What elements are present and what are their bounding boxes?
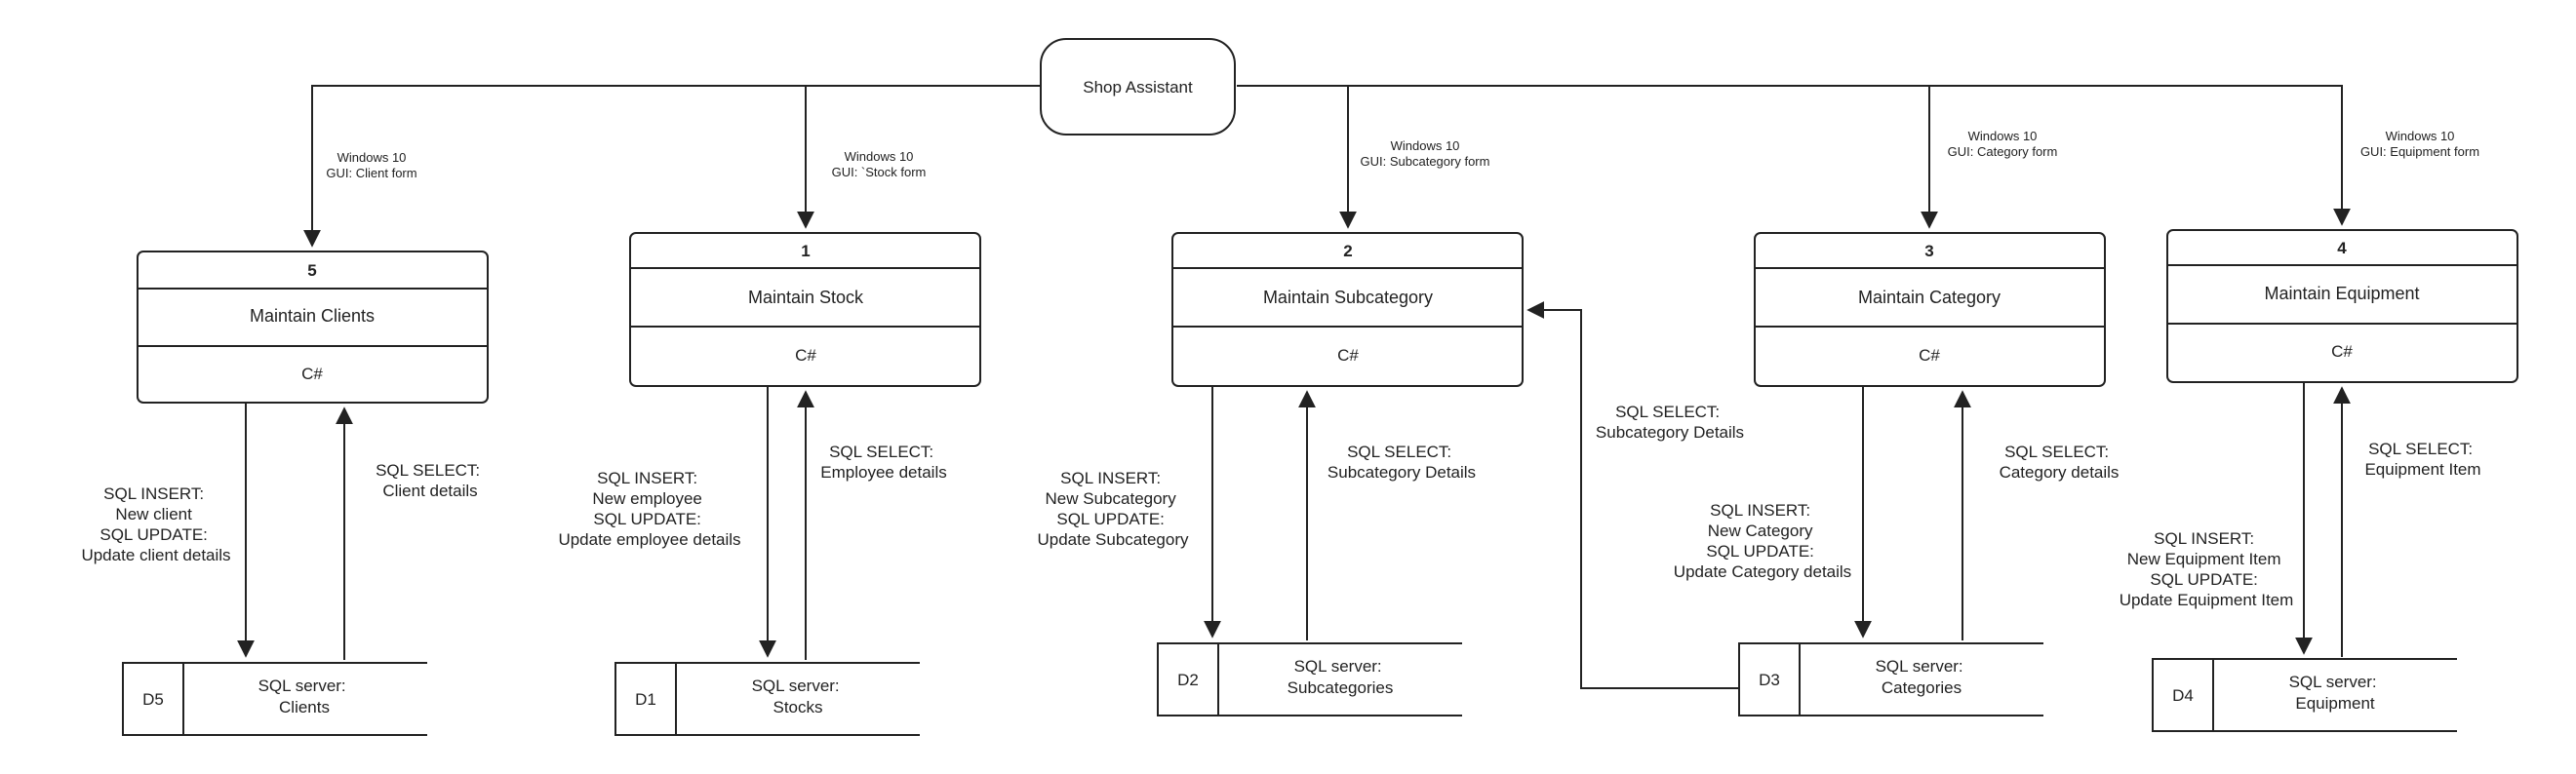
flow-categories-to-subcategory: [1526, 301, 1738, 689]
flow-label-subcategory-read: SQL SELECT: Subcategory Details: [1328, 443, 1476, 482]
process-tech: C#: [1919, 346, 1940, 365]
process-tech: C#: [1337, 346, 1359, 365]
data-store-clients[interactable]: D5 SQL server: Clients: [122, 662, 427, 736]
process-number: 4: [2337, 239, 2347, 257]
data-store-label: SQL server: Clients: [258, 677, 351, 716]
flow-label-subcategory-write: SQL INSERT: New Subcategory SQL UPDATE: …: [1038, 469, 1189, 549]
flow-label-stock-write: SQL INSERT: New employee SQL UPDATE: Upd…: [558, 469, 740, 549]
data-store-code: D2: [1177, 671, 1199, 689]
process-maintain-clients[interactable]: 5 Maintain Clients C#: [137, 251, 489, 404]
connector-to-maintain-clients: [303, 85, 1041, 248]
data-store-label: SQL server: Equipment: [2289, 673, 2382, 713]
process-name: Maintain Category: [1858, 288, 2001, 307]
data-store-label: SQL server: Stocks: [752, 677, 845, 716]
gui-connectors: [303, 85, 2351, 248]
flow-label-equipment-write: SQL INSERT: New Equipment Item SQL UPDAT…: [2120, 529, 2294, 609]
flow-label-category-write: SQL INSERT: New Category SQL UPDATE: Upd…: [1674, 501, 1851, 581]
process-maintain-equipment[interactable]: 4 Maintain Equipment C#: [2166, 229, 2518, 383]
data-store-categories[interactable]: D3 SQL server: Categories: [1738, 642, 2043, 716]
data-store-equipment[interactable]: D4 SQL server: Equipment: [2152, 658, 2457, 732]
process-tech: C#: [795, 346, 816, 365]
process-number: 1: [801, 242, 810, 260]
data-store-code: D5: [142, 690, 164, 709]
process-tech: C#: [301, 365, 323, 383]
process-name: Maintain Equipment: [2264, 284, 2419, 303]
connector-to-maintain-category: [1237, 85, 1938, 229]
process-maintain-category[interactable]: 3 Maintain Category C#: [1754, 232, 2106, 387]
data-flow-arrows: [237, 301, 2351, 689]
flow-label-equipment-read: SQL SELECT: Equipment Item: [2364, 440, 2480, 479]
data-store-code: D3: [1759, 671, 1780, 689]
flow-label-categories-to-subcategory: SQL SELECT: Subcategory Details: [1596, 403, 1744, 442]
process-number: 2: [1343, 242, 1352, 260]
process-maintain-stock[interactable]: 1 Maintain Stock C#: [629, 232, 981, 387]
process-number: 5: [307, 261, 316, 280]
process-name: Maintain Subcategory: [1263, 288, 1433, 307]
flow-label-clients-read: SQL SELECT: Client details: [376, 461, 485, 500]
connector-to-maintain-subcategory: [1237, 85, 1357, 229]
external-entity-label: Shop Assistant: [1083, 78, 1193, 97]
process-maintain-subcategory[interactable]: 2 Maintain Subcategory C#: [1171, 232, 1524, 387]
process-tech: C#: [2331, 342, 2353, 361]
data-store-label: SQL server: Categories: [1876, 657, 1968, 697]
flow-label-category-read: SQL SELECT: Category details: [2000, 443, 2120, 482]
process-number: 3: [1924, 242, 1933, 260]
flow-label-clients-write: SQL INSERT: New client SQL UPDATE: Updat…: [81, 484, 230, 564]
external-entity-shop-assistant[interactable]: Shop Assistant: [1040, 38, 1236, 135]
flow-labels: SQL INSERT: New client SQL UPDATE: Updat…: [81, 403, 2480, 609]
flow-label-stock-read: SQL SELECT: Employee details: [820, 443, 946, 482]
data-store-label: SQL server: Subcategories: [1288, 657, 1394, 697]
data-store-stocks[interactable]: D1 SQL server: Stocks: [614, 662, 920, 736]
connector-to-maintain-equipment: [1929, 85, 2351, 226]
data-store-subcategories[interactable]: D2 SQL server: Subcategories: [1157, 642, 1462, 716]
process-name: Maintain Clients: [250, 306, 375, 326]
process-name: Maintain Stock: [748, 288, 864, 307]
data-store-code: D4: [2172, 686, 2194, 705]
data-store-code: D1: [635, 690, 656, 709]
